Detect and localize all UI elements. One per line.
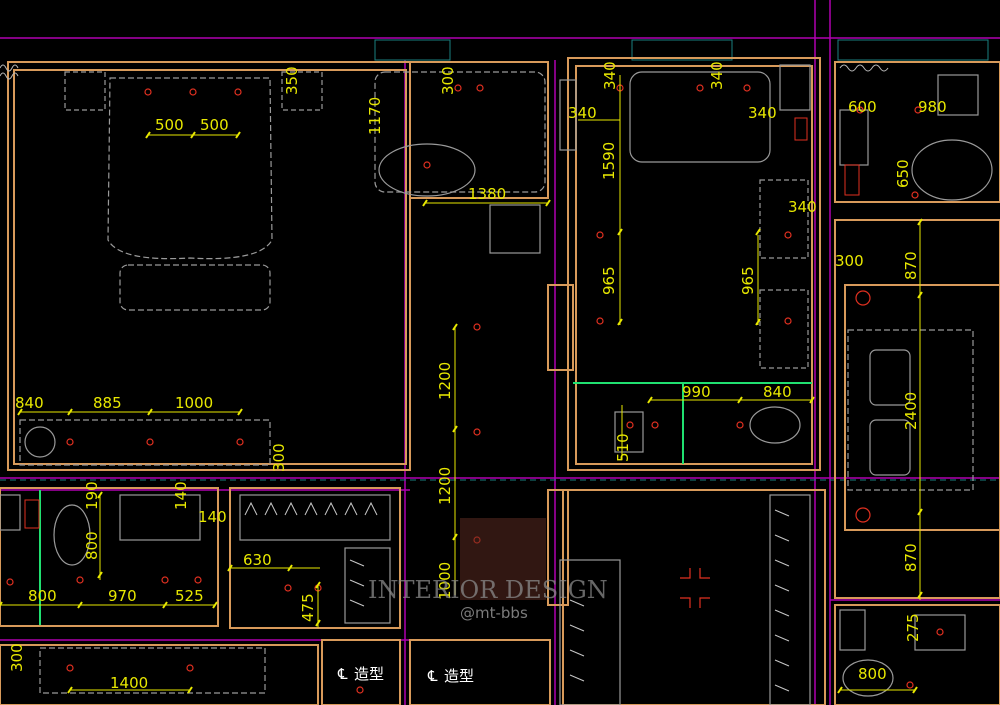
dim-300-b: 300	[835, 252, 864, 270]
dim-1200-b: 1200	[436, 467, 454, 505]
dim-140-b: 140	[198, 508, 227, 526]
dim-965-b: 965	[739, 266, 757, 295]
furniture	[0, 64, 993, 705]
dimension-lines	[0, 75, 921, 691]
centerline-mark-b: ℄	[427, 667, 438, 685]
dim-1380: 1380	[468, 185, 506, 203]
dim-340-d: 340	[748, 104, 777, 122]
dim-300-c: 300	[270, 443, 288, 472]
dim-800-c: 800	[858, 665, 887, 683]
dim-600: 600	[848, 98, 877, 116]
dim-2400: 2400	[902, 392, 920, 430]
dim-300-d: 300	[8, 643, 26, 672]
dim-500-b: 500	[200, 116, 229, 134]
dim-340-a: 340	[601, 61, 619, 90]
walls	[0, 57, 1000, 705]
dim-275: 275	[904, 613, 922, 642]
dim-1200-a: 1200	[436, 362, 454, 400]
dimension-labels: 350 300 1170 500 500 1380 340 340 340 34…	[8, 61, 947, 692]
dim-340-b: 340	[708, 61, 726, 90]
dim-1590: 1590	[600, 142, 618, 180]
watermark-title: INTERIOR DESIGN	[368, 576, 608, 604]
feature-label-b: 造型	[444, 667, 474, 685]
dim-990: 990	[682, 383, 711, 401]
dim-840-b: 840	[763, 383, 792, 401]
dim-885: 885	[93, 394, 122, 412]
dim-350: 350	[283, 66, 301, 95]
ceiling-symbol	[680, 568, 710, 608]
feature-labels: ℄ 造型 ℄ 造型	[337, 665, 474, 685]
glass-partition	[39, 382, 812, 625]
dim-1000-b: 1000	[436, 562, 454, 600]
dim-650: 650	[894, 159, 912, 188]
dim-1400: 1400	[110, 674, 148, 692]
watermark-handle: @mt-bbs	[460, 604, 528, 622]
dim-525: 525	[175, 587, 204, 605]
dim-800-a: 800	[83, 531, 101, 560]
feature-label-a: 造型	[354, 665, 384, 683]
dim-970: 970	[108, 587, 137, 605]
dim-190: 190	[83, 481, 101, 510]
dim-1170: 1170	[366, 97, 384, 135]
dim-630: 630	[243, 551, 272, 569]
curtain-coils	[0, 64, 889, 80]
dim-980: 980	[918, 98, 947, 116]
dim-870-a: 870	[902, 251, 920, 280]
window-bands	[0, 39, 1000, 481]
dim-840-a: 840	[15, 394, 44, 412]
wardrobe-hangers	[244, 501, 790, 692]
dim-340-e: 340	[788, 198, 817, 216]
dim-340-c: 340	[568, 104, 597, 122]
dim-510: 510	[614, 433, 632, 462]
outlets	[24, 117, 860, 529]
centerline-mark-a: ℄	[337, 665, 348, 683]
dim-965-a: 965	[600, 266, 618, 295]
dim-140-a: 140	[172, 481, 190, 510]
watermark: INTERIOR DESIGN @mt-bbs	[368, 518, 608, 622]
dim-870-b: 870	[902, 543, 920, 572]
dim-500-a: 500	[155, 116, 184, 134]
dim-1000-a: 1000	[175, 394, 213, 412]
watermark-logo	[460, 518, 546, 600]
dim-300-a: 300	[439, 66, 457, 95]
dimension-ticks	[0, 131, 923, 694]
dim-800-b: 800	[28, 587, 57, 605]
dim-475: 475	[299, 593, 317, 622]
